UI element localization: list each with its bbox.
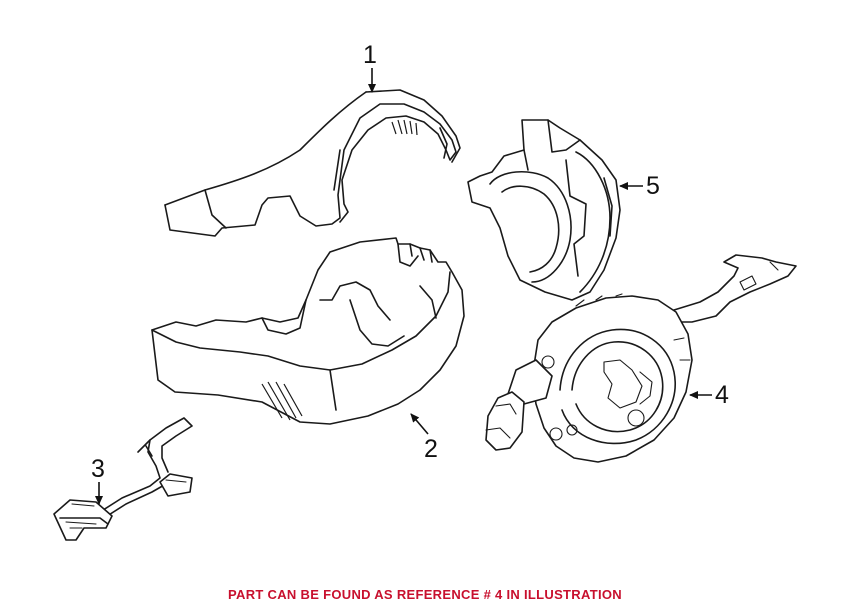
- wiring-harness: [53, 417, 193, 541]
- lower-column-cover: [151, 237, 465, 425]
- callout-3: 3: [91, 455, 105, 505]
- svg-text:1: 1: [363, 41, 377, 69]
- svg-text:5: 5: [646, 172, 660, 200]
- callout-4: 4: [689, 381, 729, 409]
- reference-footnote: PART CAN BE FOUND AS REFERENCE # 4 IN IL…: [228, 587, 622, 602]
- callout-2: 2: [410, 413, 438, 463]
- clock-spring-ring: [467, 119, 621, 301]
- svg-text:4: 4: [715, 381, 729, 409]
- svg-text:2: 2: [424, 435, 438, 463]
- upper-column-cover: [164, 89, 461, 237]
- callout-5: 5: [619, 172, 660, 200]
- callout-1: 1: [363, 41, 377, 93]
- svg-text:3: 3: [91, 455, 105, 483]
- column-switch-assembly: [485, 254, 797, 463]
